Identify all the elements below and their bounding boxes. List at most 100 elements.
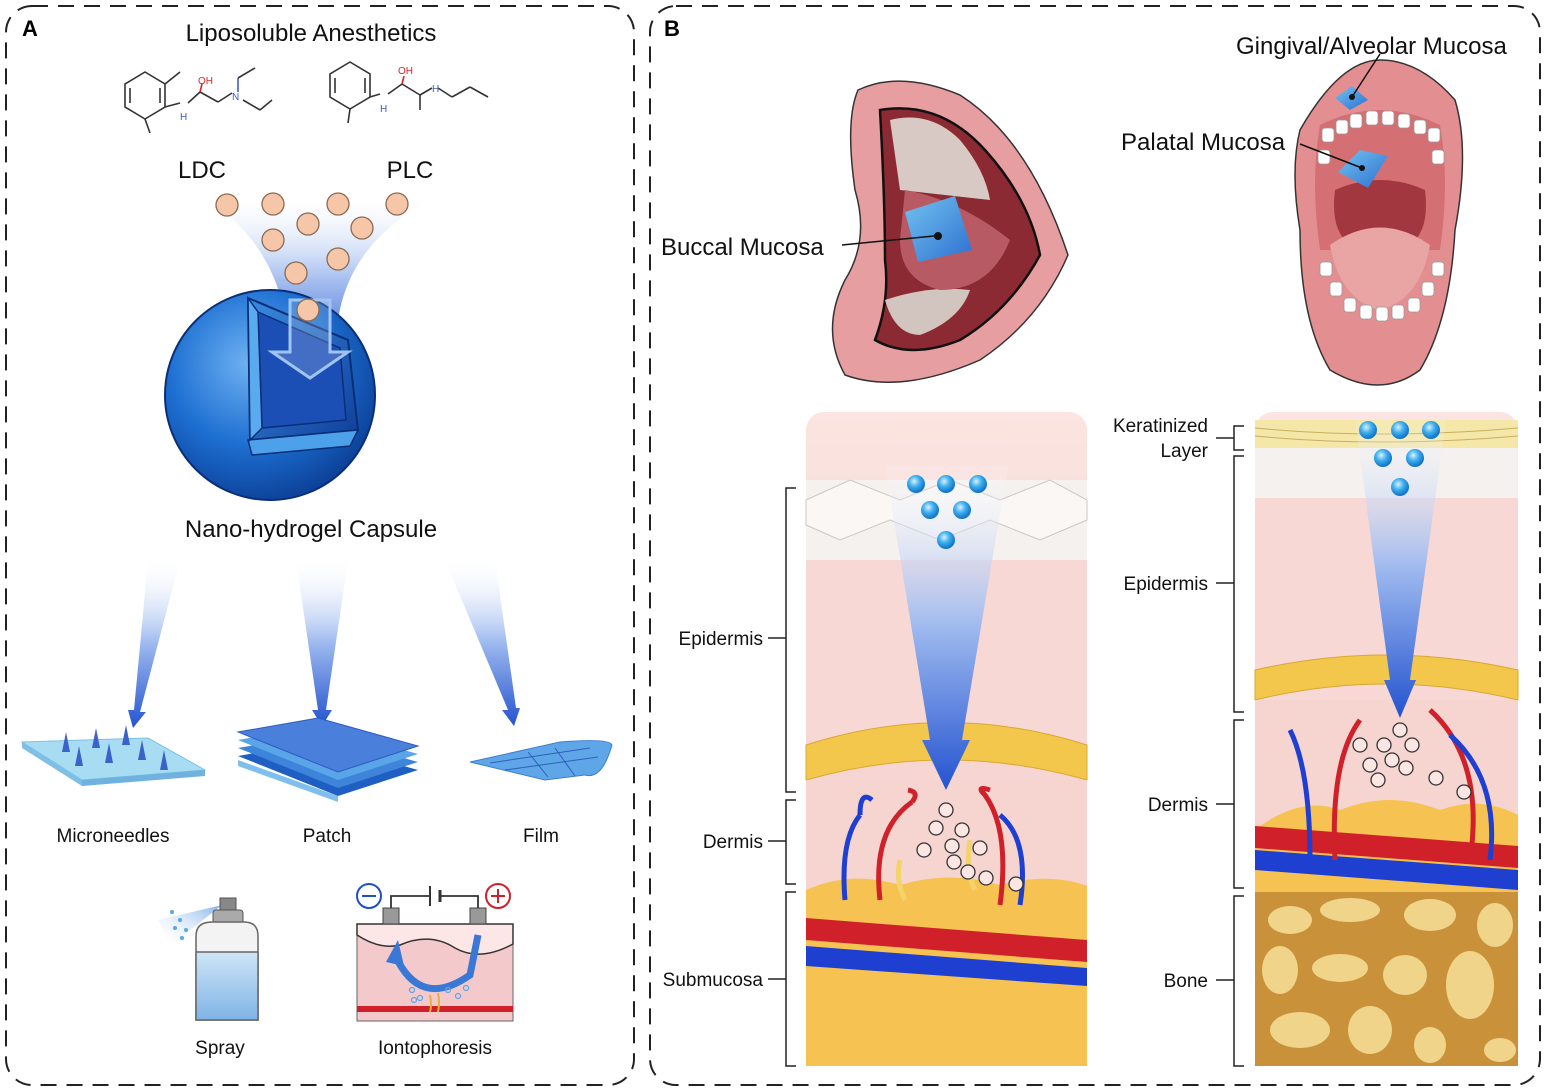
released-drug-particle — [1428, 770, 1444, 786]
released-drug-particle — [978, 870, 994, 886]
released-drug-particle — [1370, 772, 1386, 788]
released-drug-particle — [946, 854, 962, 870]
drug-particle — [261, 228, 285, 252]
plc-molecule — [329, 61, 489, 124]
nanoparticle — [921, 501, 939, 519]
released-drug-particle — [1398, 760, 1414, 776]
plc-oh-label: OH — [398, 66, 413, 77]
released-drug-particle — [960, 864, 976, 880]
palatal-dermis-label: Dermis — [1148, 795, 1208, 816]
panel-b-frame — [649, 5, 1541, 1086]
buccal-brackets — [768, 487, 796, 1067]
bone-label: Bone — [1164, 971, 1208, 992]
buccal-dermis-label: Dermis — [703, 832, 763, 853]
ldc-nh-label: H — [180, 112, 187, 123]
released-drug-particle — [928, 820, 944, 836]
drug-particle — [350, 216, 374, 240]
palatal-released-drug — [1352, 722, 1472, 800]
drug-particle — [385, 192, 409, 216]
palatal-nanoparticles — [1359, 421, 1440, 496]
buccal-pointer-dot — [934, 232, 942, 240]
buccal-mucosa-label: Buccal Mucosa — [661, 234, 824, 261]
buccal-epidermis-label: Epidermis — [679, 629, 763, 650]
drug-particle — [215, 193, 239, 217]
nanoparticle — [1391, 478, 1409, 496]
patch-label: Patch — [303, 826, 352, 847]
nanoparticle — [937, 475, 955, 493]
drug-particles — [215, 192, 409, 322]
buccal-tissue-column — [805, 412, 1088, 1066]
buccal-released-drug — [916, 802, 1024, 892]
palatal-penetration-arrow — [1355, 420, 1446, 718]
drug-particle — [284, 261, 308, 285]
released-drug-particle — [1376, 737, 1392, 753]
released-drug-particle — [1392, 722, 1408, 738]
ldc-molecule — [124, 67, 273, 134]
buccal-submucosa-label: Submucosa — [663, 970, 764, 991]
released-drug-particle — [944, 838, 960, 854]
plc-label: PLC — [387, 157, 434, 184]
released-drug-particle — [972, 840, 988, 856]
released-drug-particle — [938, 802, 954, 818]
drug-particle — [326, 247, 350, 271]
iontophoresis-label: Iontophoresis — [378, 1038, 492, 1059]
spray-illustration — [158, 897, 259, 1021]
released-drug-particle — [1404, 737, 1420, 753]
drug-particle — [296, 298, 320, 322]
released-drug-particle — [1362, 757, 1378, 773]
gingival-pointer-dot — [1349, 94, 1355, 100]
gingival-mucosa-label: Gingival/Alveolar Mucosa — [1236, 33, 1507, 60]
panel-a-frame — [5, 5, 635, 1086]
drug-particle — [326, 192, 350, 216]
film-label: Film — [523, 826, 559, 847]
nanoparticle — [1422, 421, 1440, 439]
liposoluble-title: Liposoluble Anesthetics — [186, 20, 437, 47]
patch-illustration — [236, 717, 420, 802]
palatal-mouth-illustration — [1294, 59, 1464, 386]
nanoparticle — [1359, 421, 1377, 439]
released-drug-particle — [1384, 752, 1400, 768]
capsule-label: Nano-hydrogel Capsule — [185, 516, 437, 543]
arrow-to-patch — [296, 560, 348, 726]
nanoparticle — [1391, 421, 1409, 439]
nanoparticle — [937, 531, 955, 549]
gingival-pointer-line — [1351, 53, 1381, 98]
palatal-pointer-line — [1299, 143, 1363, 169]
spray-label: Spray — [195, 1038, 245, 1059]
buccal-patch — [905, 196, 972, 262]
palatal-epidermis-label: Epidermis — [1124, 574, 1208, 595]
iontophoresis-illustration — [356, 883, 514, 1022]
nanoparticle — [907, 475, 925, 493]
palatal-mucosa-label: Palatal Mucosa — [1121, 129, 1286, 156]
panel-b-letter: B — [664, 16, 680, 41]
drug-particle — [296, 212, 320, 236]
nanoparticle — [969, 475, 987, 493]
drug-particle — [261, 192, 285, 216]
nanoparticle — [1374, 449, 1392, 467]
released-drug-particle — [1008, 876, 1024, 892]
arrow-to-film — [445, 560, 520, 726]
palatal-pointer-dot — [1359, 165, 1365, 171]
released-drug-particle — [954, 822, 970, 838]
ldc-oh-label: OH — [198, 76, 213, 87]
ldc-label: LDC — [178, 157, 226, 184]
nanoparticle — [953, 501, 971, 519]
layer-label: Layer — [1160, 441, 1208, 462]
buccal-nanoparticles — [907, 475, 987, 549]
released-drug-particle — [916, 842, 932, 858]
arrow-to-microneedles — [128, 560, 180, 728]
microneedles-label: Microneedles — [57, 826, 170, 847]
buccal-pointer-line — [841, 235, 935, 246]
plc-nh-label: H — [380, 104, 387, 115]
nano-hydrogel-capsule — [164, 289, 376, 501]
capsule-inner-arrow — [267, 298, 353, 380]
released-drug-particle — [1456, 784, 1472, 800]
nanoparticle — [1406, 449, 1424, 467]
released-drug-particle — [1352, 737, 1368, 753]
ldc-n-label: N — [232, 92, 239, 103]
buccal-penetration-arrow — [885, 466, 1008, 790]
keratinized-label: Keratinized — [1113, 416, 1208, 437]
palatal-brackets — [1216, 425, 1244, 1067]
microneedles-illustration — [20, 725, 207, 786]
